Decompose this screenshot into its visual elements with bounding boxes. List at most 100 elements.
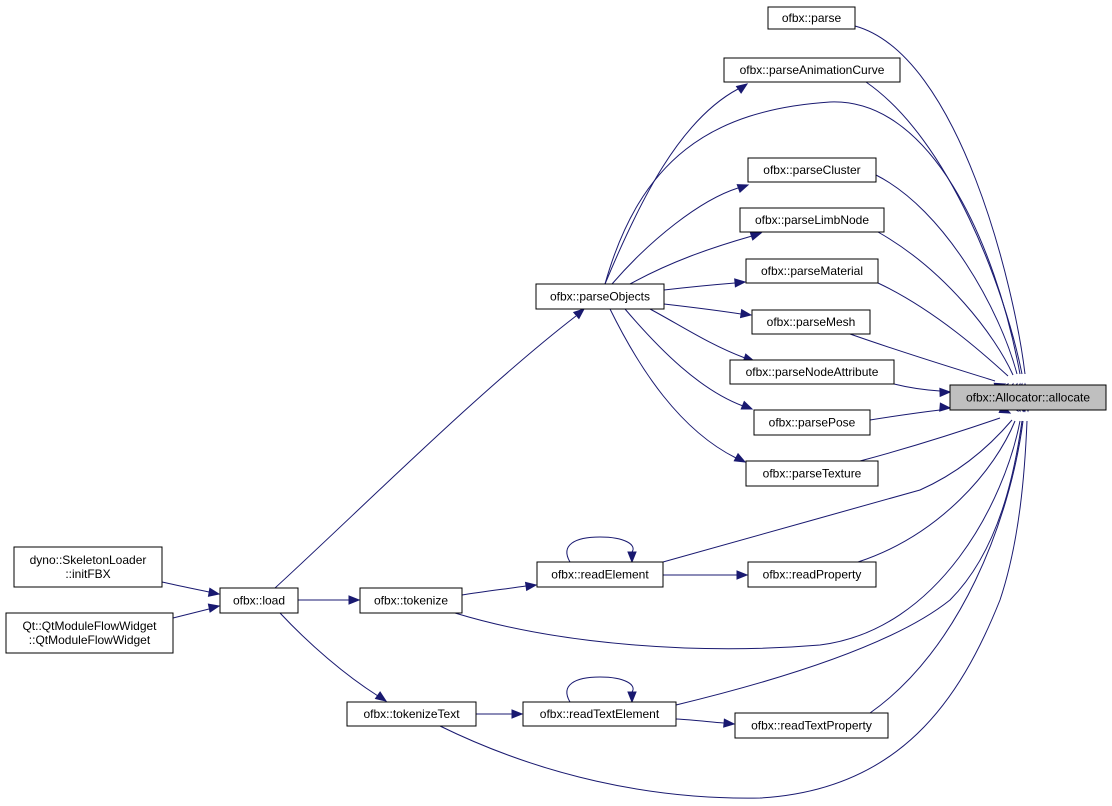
node-box[interactable] — [536, 561, 664, 588]
arrowhead-icon — [939, 402, 952, 412]
edge-line — [566, 676, 634, 703]
edge-load-to-parseObjects — [274, 308, 586, 589]
node-box[interactable] — [739, 207, 885, 233]
node-box[interactable] — [346, 701, 477, 727]
node-label: ofbx::readProperty — [763, 568, 862, 582]
edge-parseCluster-to-allocate — [875, 174, 1019, 396]
node-box[interactable] — [219, 587, 299, 614]
node-parseMaterial[interactable]: ofbx::parseMaterial — [745, 258, 879, 284]
node-label: ofbx::parseObjects — [550, 290, 650, 304]
edge-line — [869, 420, 1024, 714]
edges-layer — [161, 25, 1033, 799]
node-initFBX[interactable]: dyno::SkeletonLoader::initFBX — [13, 546, 163, 588]
node-box[interactable] — [729, 359, 895, 385]
arrowhead-icon — [374, 691, 388, 702]
node-load[interactable]: ofbx::load — [219, 587, 299, 614]
arrowhead-icon — [524, 581, 538, 592]
arrowhead-icon — [207, 603, 221, 613]
edge-parseNodeAttribute-to-allocate — [893, 383, 952, 398]
node-label: ofbx::parse — [782, 11, 842, 25]
edge-line — [675, 420, 1023, 706]
arrowhead-icon — [735, 83, 749, 94]
node-label: ofbx::tokenizeText — [363, 707, 460, 721]
edge-line — [675, 718, 725, 724]
node-label: ofbx::parseCluster — [763, 163, 860, 177]
edge-parseObjects-to-parseCluster — [611, 184, 750, 285]
node-readProperty[interactable]: ofbx::readProperty — [747, 561, 877, 588]
node-parseCluster[interactable]: ofbx::parseCluster — [747, 157, 877, 183]
node-box[interactable] — [723, 57, 901, 83]
arrowhead-icon — [627, 691, 637, 704]
node-box[interactable] — [5, 612, 174, 654]
node-box[interactable] — [745, 258, 879, 284]
node-box[interactable] — [767, 6, 856, 30]
node-box[interactable] — [359, 587, 463, 614]
node-parsePose[interactable]: ofbx::parsePose — [753, 409, 871, 436]
node-tokenizeText[interactable]: ofbx::tokenizeText — [346, 701, 477, 727]
edge-line — [865, 81, 1023, 375]
arrowhead-icon — [939, 387, 952, 398]
node-label: ofbx::parseMesh — [767, 315, 856, 329]
arrowhead-icon — [207, 587, 221, 597]
edge-line — [439, 420, 1028, 799]
node-label: ofbx::Allocator::allocate — [966, 391, 1090, 405]
node-box[interactable] — [535, 283, 665, 310]
node-parseMesh[interactable]: ofbx::parseMesh — [751, 309, 871, 335]
node-box[interactable] — [751, 309, 871, 335]
edge-line — [609, 308, 737, 459]
node-box[interactable] — [753, 409, 871, 436]
node-label: ofbx::readElement — [551, 568, 649, 582]
edge-line — [663, 303, 742, 315]
edge-line — [629, 235, 753, 285]
node-label: ofbx::parseTexture — [763, 467, 862, 481]
node-parseTexture[interactable]: ofbx::parseTexture — [745, 460, 879, 487]
node-label: ofbx::load — [233, 594, 285, 608]
node-box[interactable] — [747, 561, 877, 588]
edge-line — [566, 536, 634, 563]
node-tokenize[interactable]: ofbx::tokenize — [359, 587, 463, 614]
node-parseAnimationCurve[interactable]: ofbx::parseAnimationCurve — [723, 57, 901, 83]
node-parseObjects[interactable]: ofbx::parseObjects — [535, 283, 665, 310]
node-label: ::QtModuleFlowWidget — [29, 633, 151, 647]
node-parseLimbNode[interactable]: ofbx::parseLimbNode — [739, 207, 885, 233]
edge-line — [611, 187, 739, 285]
edge-line — [875, 174, 1018, 375]
node-label: ofbx::parsePose — [769, 416, 856, 430]
edge-initFBX-to-load — [161, 581, 221, 597]
node-label: ofbx::parseAnimationCurve — [740, 63, 885, 77]
edge-parseObjects-to-parsePose — [624, 308, 754, 410]
edge-parsePose-to-allocate — [869, 402, 952, 421]
node-label: ofbx::parseMaterial — [761, 264, 863, 278]
edge-line — [454, 420, 1021, 650]
edge-line — [877, 231, 1014, 376]
node-qtflow[interactable]: Qt::QtModuleFlowWidget::QtModuleFlowWidg… — [5, 612, 174, 654]
node-box[interactable] — [745, 460, 879, 487]
arrowhead-icon — [739, 308, 753, 319]
node-box[interactable] — [949, 384, 1107, 411]
node-parseNodeAttribute[interactable]: ofbx::parseNodeAttribute — [729, 359, 895, 385]
arrowhead-icon — [736, 570, 749, 580]
node-box[interactable] — [747, 157, 877, 183]
node-readElement[interactable]: ofbx::readElement — [536, 561, 664, 588]
node-label: ofbx::tokenize — [374, 594, 448, 608]
node-readTextProperty[interactable]: ofbx::readTextProperty — [734, 712, 889, 739]
arrowhead-icon — [572, 308, 586, 320]
edge-readTextElement-to-readTextElement — [566, 676, 637, 704]
edge-line — [662, 419, 1013, 563]
node-parse[interactable]: ofbx::parse — [767, 6, 856, 30]
node-box[interactable] — [13, 546, 163, 588]
edge-line — [161, 581, 210, 593]
edge-load-to-tokenizeText — [279, 612, 388, 702]
node-label: ::initFBX — [65, 567, 110, 581]
node-label: ofbx::parseLimbNode — [755, 213, 869, 227]
edge-tokenizeText-to-readTextElement — [476, 709, 524, 719]
edge-line — [274, 315, 577, 589]
edge-line — [172, 608, 210, 619]
node-readTextElement[interactable]: ofbx::readTextElement — [522, 701, 677, 727]
node-box[interactable] — [522, 701, 677, 727]
node-allocate[interactable]: ofbx::Allocator::allocate — [949, 384, 1107, 411]
edge-parseTexture-to-allocate — [859, 404, 1012, 462]
node-box[interactable] — [734, 712, 889, 739]
edge-line — [893, 383, 941, 392]
